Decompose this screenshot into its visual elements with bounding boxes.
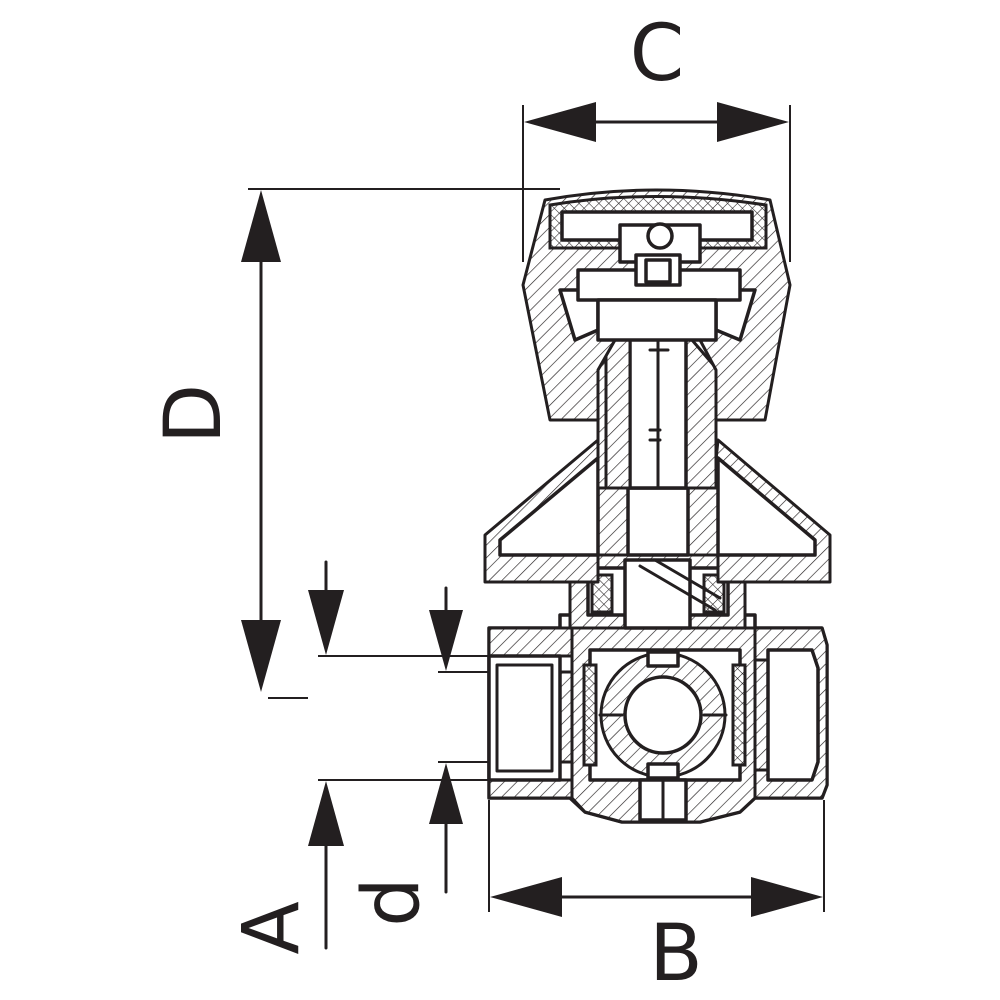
label-d: D: [149, 384, 239, 444]
left-port: [487, 654, 562, 782]
arrowhead-d-bottom: [429, 763, 463, 824]
handle-cap: [521, 188, 792, 422]
right-seat: [731, 663, 747, 767]
arrowhead-d-top: [429, 610, 463, 671]
label-small-d: d: [347, 877, 437, 927]
escutcheon-plate: [483, 438, 832, 584]
dimension-b: B: [488, 800, 825, 999]
arrowhead-right: [717, 102, 789, 142]
dimension-d: D: [149, 188, 560, 699]
arrowhead-b-left: [490, 877, 562, 917]
dimension-c: C: [522, 9, 791, 262]
arrowhead-a-top: [308, 590, 344, 655]
valve-body: [487, 613, 829, 824]
left-seat: [582, 663, 598, 767]
arrowhead-a-bottom: [308, 781, 344, 846]
label-a: A: [227, 901, 317, 954]
valve-bonnet: [568, 486, 747, 630]
arrowhead-b-right: [751, 877, 823, 917]
arrowhead-left: [524, 102, 596, 142]
arrowhead-top: [241, 190, 281, 262]
ball-bore: [623, 675, 703, 755]
label-c: C: [630, 9, 684, 99]
label-b: B: [649, 909, 703, 999]
arrowhead-bottom: [241, 620, 281, 692]
